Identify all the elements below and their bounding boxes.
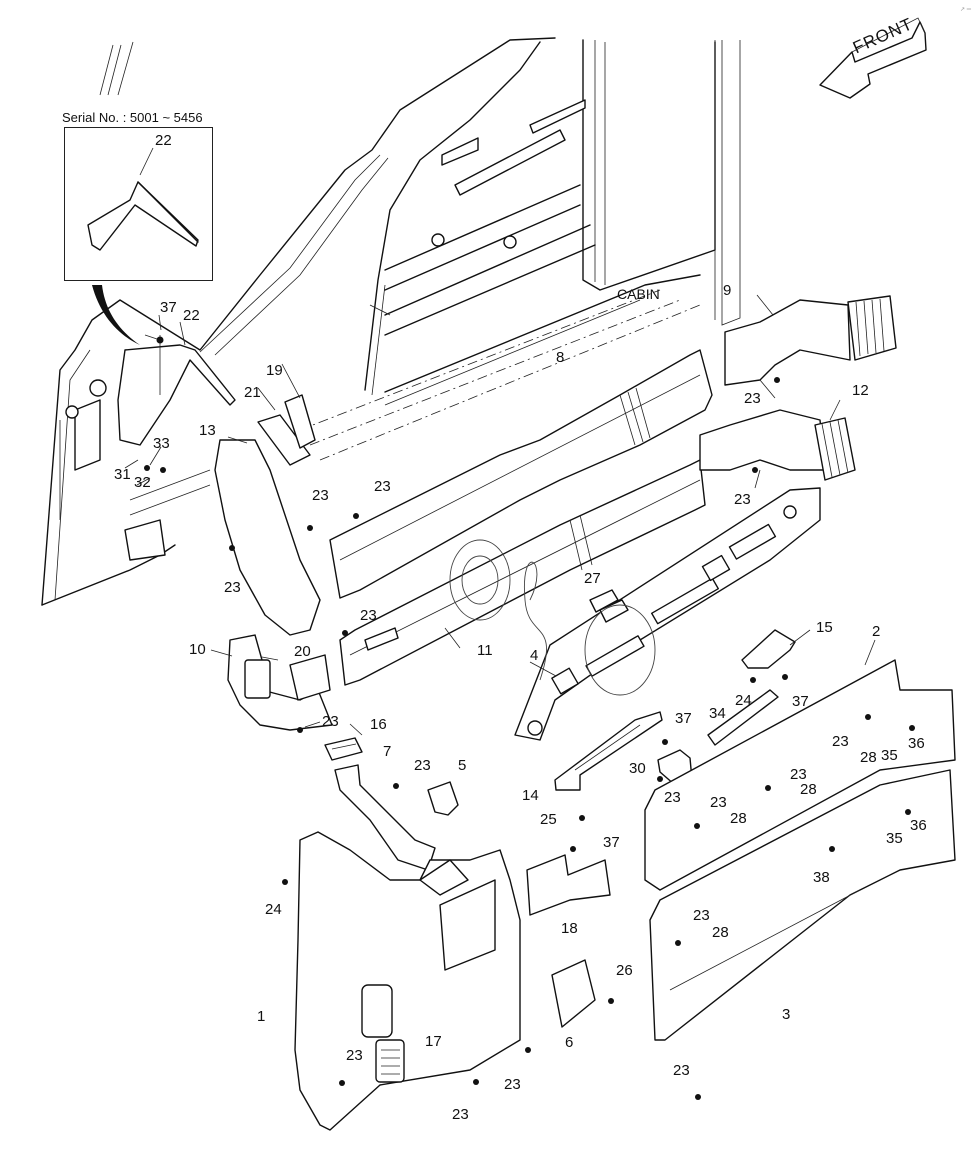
corner-mark: ↗ ═ [960, 7, 971, 13]
callout-23: 23 [832, 733, 849, 750]
callout-23: 23 [790, 766, 807, 783]
part-10-elbow [227, 634, 333, 731]
part-13-duct [214, 394, 321, 636]
inset-part-label: 22 [155, 132, 172, 149]
part-9-elbow [724, 295, 897, 386]
callout-10: 10 [189, 641, 206, 658]
callout-25: 25 [540, 811, 557, 828]
callout-9: 9 [723, 282, 732, 299]
inset-part-22 [87, 147, 199, 251]
part-15-bracket [741, 629, 796, 669]
part-12-elbow [699, 409, 856, 481]
callout-23: 23 [452, 1106, 469, 1123]
callout-14: 14 [522, 787, 539, 804]
callout-8: 8 [556, 349, 565, 366]
callout-23: 23 [734, 491, 751, 508]
front-arrow-icon [819, 17, 927, 99]
part-14-bracket [554, 711, 663, 791]
break-lines [99, 41, 134, 96]
serial-inset-box [64, 127, 213, 281]
callout-23: 23 [673, 1062, 690, 1079]
callout-22: 22 [183, 307, 200, 324]
callout-36: 36 [908, 735, 925, 752]
callout-6: 6 [565, 1034, 574, 1051]
cabin-frame [41, 37, 741, 606]
callout-23: 23 [224, 579, 241, 596]
callout-3: 3 [782, 1006, 791, 1023]
callout-21: 21 [244, 384, 261, 401]
part-4-console [514, 487, 821, 741]
callout-37: 37 [675, 710, 692, 727]
serial-number-caption: Serial No. : 5001 ~ 5456 [62, 110, 203, 125]
callout-23: 23 [710, 794, 727, 811]
callout-19: 19 [266, 362, 283, 379]
callout-4: 4 [530, 647, 539, 664]
part-16-grille [324, 737, 363, 761]
callout-23: 23 [504, 1076, 521, 1093]
part-8-duct [329, 349, 713, 599]
callout-23: 23 [374, 478, 391, 495]
callout-37: 37 [792, 693, 809, 710]
callout-18: 18 [561, 920, 578, 937]
callout-23: 23 [312, 487, 329, 504]
callout-2: 2 [872, 623, 881, 640]
callout-28: 28 [800, 781, 817, 798]
callout-34: 34 [709, 705, 726, 722]
callout-15: 15 [816, 619, 833, 636]
callout-36: 36 [910, 817, 927, 834]
watermark [449, 539, 656, 696]
part-22-bracket [117, 334, 236, 446]
part-18-plate [526, 854, 611, 916]
callout-35: 35 [886, 830, 903, 847]
callout-38: 38 [813, 869, 830, 886]
part-3-panel [649, 769, 956, 1041]
part-7-duct [334, 764, 436, 871]
callout-7: 7 [383, 743, 392, 760]
callout-27: 27 [584, 570, 601, 587]
part-1-panel [294, 831, 521, 1131]
callout-24: 24 [265, 901, 282, 918]
callout-23: 23 [693, 907, 710, 924]
part-9-bellows [847, 295, 897, 361]
part-12-bellows [814, 417, 856, 481]
part-2-panel [644, 659, 956, 891]
callout-11: 11 [477, 642, 493, 659]
callout-30: 30 [629, 760, 646, 777]
callout-1: 1 [257, 1008, 266, 1025]
callout-24: 24 [735, 692, 752, 709]
callout-37: 37 [160, 299, 177, 316]
part-11-duct [339, 459, 706, 686]
callout-33: 33 [153, 435, 170, 452]
callout-23: 23 [414, 757, 431, 774]
part-6-plate [551, 959, 596, 1028]
callout-23: 23 [360, 607, 377, 624]
callout-28: 28 [860, 749, 877, 766]
callout-23: 23 [744, 390, 761, 407]
callout-17: 17 [425, 1033, 442, 1050]
callout-16: 16 [370, 716, 387, 733]
callout-35: 35 [881, 747, 898, 764]
leader-lines [124, 294, 876, 736]
callout-31: 31 [114, 466, 131, 483]
callout-5: 5 [458, 757, 467, 774]
part-34-bar [707, 689, 779, 746]
callout-26: 26 [616, 962, 633, 979]
cabin-label: CABIN [617, 286, 660, 302]
callout-37: 37 [603, 834, 620, 851]
callout-13: 13 [199, 422, 216, 439]
callout-32: 32 [134, 474, 151, 491]
callout-23: 23 [346, 1047, 363, 1064]
fasteners [144, 336, 915, 1100]
part-5-vent [427, 781, 459, 816]
callout-12: 12 [852, 382, 869, 399]
callout-28: 28 [730, 810, 747, 827]
callout-28: 28 [712, 924, 729, 941]
callout-23: 23 [322, 713, 339, 730]
callout-23: 23 [664, 789, 681, 806]
callout-20: 20 [294, 643, 311, 660]
